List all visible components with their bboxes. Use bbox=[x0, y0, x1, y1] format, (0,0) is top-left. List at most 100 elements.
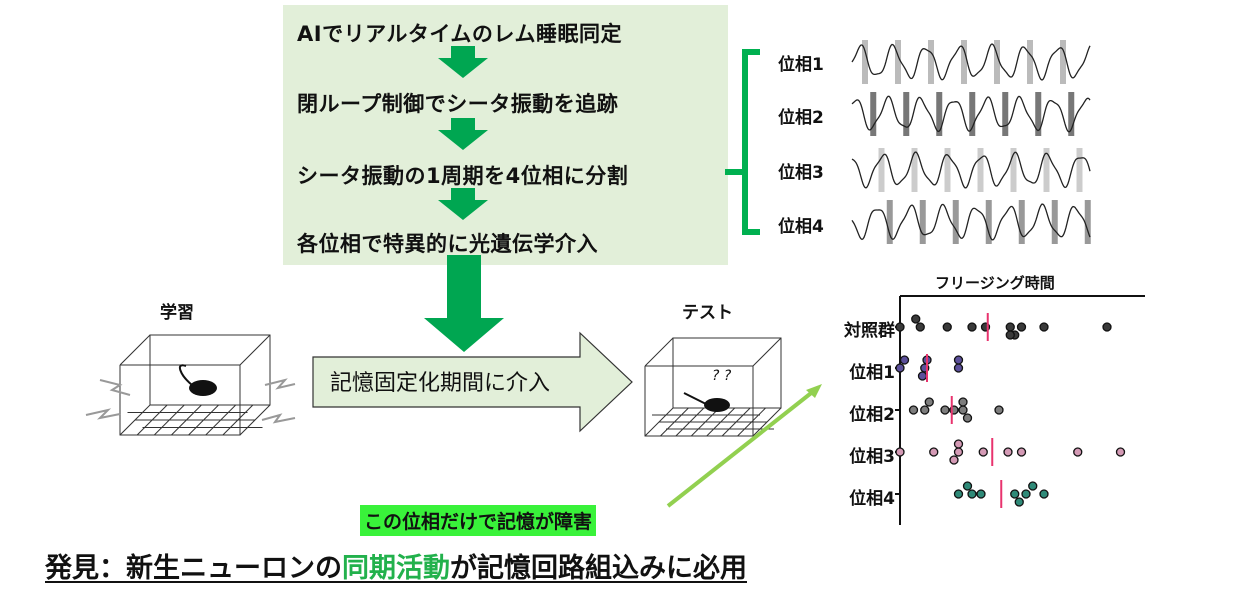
phase-marker bbox=[977, 148, 984, 192]
method-flow-box bbox=[283, 5, 728, 265]
phase-marker bbox=[1002, 92, 1009, 136]
row-label-phase4: 位相4 bbox=[849, 489, 895, 509]
step-4: 各位相で特異的に光遺伝学介入 bbox=[297, 232, 598, 256]
theta-trace bbox=[851, 203, 1091, 241]
data-point bbox=[908, 405, 919, 415]
wave-label-4: 位相4 bbox=[778, 217, 824, 237]
phase-marker bbox=[1084, 200, 1091, 244]
data-point bbox=[962, 481, 973, 491]
learning-cage-icon bbox=[119, 334, 271, 436]
data-point bbox=[976, 489, 986, 499]
cage-edge bbox=[644, 337, 674, 367]
phase-marker bbox=[994, 40, 1000, 84]
data-point bbox=[899, 355, 910, 365]
intervention-label: 記憶固定化期間に介入 bbox=[330, 371, 551, 396]
phase-marker bbox=[1010, 148, 1017, 192]
data-point bbox=[958, 405, 968, 415]
data-point bbox=[1073, 447, 1083, 457]
finding-prefix: 発見：新生ニューロンの bbox=[45, 553, 342, 584]
freezing-dot-plot bbox=[895, 295, 1145, 525]
data-point bbox=[953, 489, 964, 499]
phase-marker bbox=[969, 92, 976, 136]
data-point bbox=[978, 447, 988, 457]
data-point bbox=[1005, 330, 1015, 340]
phase-marker bbox=[1018, 200, 1025, 244]
data-point bbox=[949, 455, 959, 465]
shock-icon bbox=[85, 378, 296, 424]
data-point bbox=[953, 355, 964, 365]
cage-back bbox=[149, 334, 271, 406]
data-point bbox=[1039, 489, 1049, 499]
step-2: 閉ループ制御でシータ振動を追跡 bbox=[297, 92, 619, 116]
data-point bbox=[994, 405, 1004, 415]
data-point bbox=[1003, 447, 1013, 457]
data-point bbox=[895, 447, 905, 457]
confusion-marks: ? ? bbox=[712, 368, 732, 384]
data-point bbox=[958, 397, 968, 407]
phase-bracket bbox=[725, 49, 760, 235]
flow-arrows bbox=[424, 46, 504, 352]
data-point bbox=[915, 322, 925, 332]
row-label-phase1: 位相1 bbox=[849, 363, 895, 383]
cage-edge bbox=[239, 334, 271, 366]
data-point bbox=[1021, 489, 1031, 499]
theta-trace bbox=[851, 151, 1091, 189]
phase-marker bbox=[1051, 200, 1058, 244]
phase-marker bbox=[1027, 40, 1033, 84]
theta-trace bbox=[851, 95, 1091, 133]
phase-waveforms bbox=[851, 40, 1091, 244]
data-point bbox=[1016, 322, 1027, 332]
data-point bbox=[1010, 489, 1020, 499]
down-arrow bbox=[438, 46, 488, 78]
intervention-arrow bbox=[312, 331, 633, 433]
phase-marker bbox=[870, 92, 877, 136]
chart-title: フリージング時間 bbox=[935, 274, 1055, 292]
mouse-icon bbox=[189, 380, 217, 396]
wave-label-1: 位相1 bbox=[778, 55, 824, 75]
finding-suffix: が記憶回路組込みに必用 bbox=[450, 553, 747, 584]
data-point bbox=[911, 314, 921, 324]
learning-label: 学習 bbox=[160, 303, 194, 323]
down-arrow bbox=[438, 118, 488, 150]
theta-trace bbox=[851, 43, 1091, 81]
data-point bbox=[940, 405, 950, 415]
phase-marker bbox=[928, 40, 934, 84]
test-label: テスト bbox=[682, 303, 733, 323]
data-point bbox=[953, 439, 964, 449]
phase-marker bbox=[1043, 148, 1050, 192]
test-cage-icon bbox=[644, 337, 782, 437]
mouse-icon bbox=[704, 398, 730, 412]
data-point bbox=[917, 371, 928, 381]
phase-marker bbox=[903, 92, 910, 136]
phase-marker bbox=[985, 200, 992, 244]
cage-front bbox=[119, 364, 241, 436]
data-point bbox=[924, 397, 934, 407]
phase-marker bbox=[944, 148, 951, 192]
data-point bbox=[1016, 447, 1027, 457]
phase-marker bbox=[919, 200, 926, 244]
phase-marker bbox=[1035, 92, 1042, 136]
data-point bbox=[929, 447, 939, 457]
row-label-control: 対照群 bbox=[844, 321, 895, 341]
wave-label-2: 位相2 bbox=[778, 108, 824, 128]
data-point bbox=[895, 363, 905, 373]
data-point bbox=[1028, 481, 1038, 491]
step-1: AIでリアルタイムのレム睡眠同定 bbox=[297, 22, 623, 46]
phase-marker bbox=[952, 200, 959, 244]
cage-edge bbox=[752, 337, 782, 367]
step-3: シータ振動の1周期を4位相に分割 bbox=[297, 164, 629, 188]
phase-marker bbox=[886, 200, 893, 244]
phase-marker bbox=[1060, 40, 1066, 84]
pointer-arrow bbox=[666, 388, 817, 508]
phase-marker bbox=[1068, 92, 1075, 136]
phase-marker bbox=[911, 148, 918, 192]
data-point bbox=[1039, 322, 1049, 332]
finding-accent: 同期活動 bbox=[342, 553, 450, 584]
phase-marker bbox=[862, 40, 868, 84]
data-point bbox=[942, 322, 952, 332]
phase-marker bbox=[895, 40, 901, 84]
data-point bbox=[967, 489, 977, 499]
phase-marker bbox=[878, 148, 885, 192]
